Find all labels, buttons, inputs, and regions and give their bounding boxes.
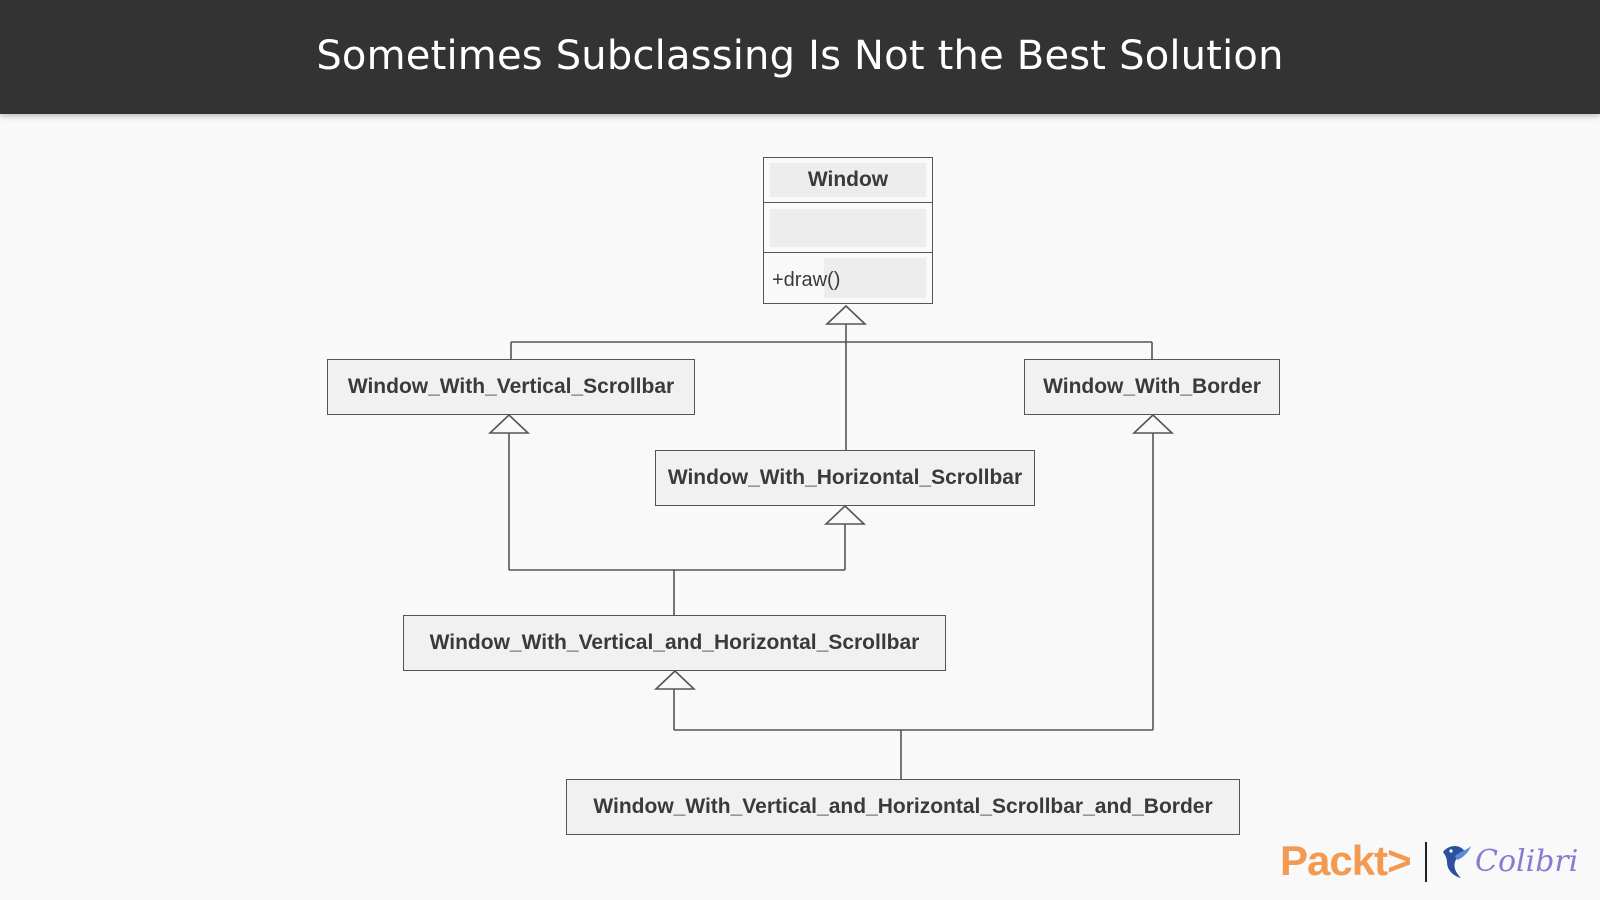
inheritance-arrow-vh	[653, 669, 697, 690]
class-window-with-vertical-scrollbar: Window_With_Vertical_Scrollbar	[327, 359, 695, 415]
packt-logo: Packt>	[1280, 837, 1412, 884]
class-window-name-fill	[770, 163, 926, 197]
inheritance-arrow-vertical	[487, 413, 531, 434]
class-window-with-border: Window_With_Border	[1024, 359, 1280, 415]
class-window-divider-1	[764, 202, 932, 203]
class-window-with-vertical-and-horizontal-scrollbar: Window_With_Vertical_and_Horizontal_Scro…	[403, 615, 946, 671]
class-window: Window +draw()	[763, 157, 933, 304]
class-window-method: +draw()	[772, 268, 841, 291]
class-window-name: Window	[807, 168, 889, 191]
colibri-logo: Colibri	[1475, 844, 1579, 879]
class-window-divider-2	[764, 252, 932, 253]
inheritance-arrow-window	[824, 304, 868, 325]
class-window-with-vertical-and-horizontal-scrollbar-and-border: Window_With_Vertical_and_Horizontal_Scro…	[566, 779, 1240, 835]
hummingbird-icon	[1443, 846, 1471, 878]
class-window-method-fill	[824, 258, 926, 298]
title-bar: Sometimes Subclassing Is Not the Best So…	[0, 0, 1600, 114]
inheritance-arrow-horizontal	[823, 504, 867, 525]
logo-divider	[1425, 842, 1427, 882]
branding: Packt> Colibri	[1280, 836, 1580, 886]
class-window-attributes	[770, 209, 926, 247]
slide-title: Sometimes Subclassing Is Not the Best So…	[316, 33, 1284, 79]
class-window-with-horizontal-scrollbar: Window_With_Horizontal_Scrollbar	[655, 450, 1035, 506]
inheritance-arrow-border	[1131, 413, 1175, 434]
